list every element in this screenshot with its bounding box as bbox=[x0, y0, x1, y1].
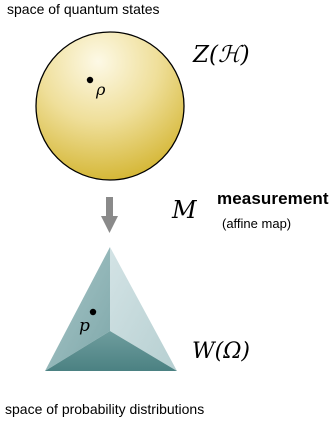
simplex-bottom-face bbox=[45, 331, 177, 371]
distribution-point-dot bbox=[89, 308, 97, 316]
simplex-right-face bbox=[110, 247, 177, 371]
bottom-caption: space of probability distributions bbox=[5, 401, 205, 417]
map-label: M bbox=[172, 196, 197, 224]
probability-simplex bbox=[45, 247, 177, 371]
top-caption: space of quantum states bbox=[7, 1, 160, 17]
arrow-head bbox=[101, 216, 118, 233]
measurement-label: measurement bbox=[217, 189, 329, 208]
quantum-state-ball bbox=[35, 31, 185, 181]
distribution-point-label: p bbox=[79, 316, 90, 336]
state-point-dot bbox=[86, 76, 94, 84]
simplex-left-face bbox=[45, 247, 110, 371]
affine-map-label: (affine map) bbox=[222, 216, 292, 231]
probability-space-label: W(Ω) bbox=[192, 339, 251, 364]
quantum-space-label: Z(ℋ) bbox=[193, 42, 250, 68]
state-point-label: ρ bbox=[96, 80, 106, 99]
arrow-shaft bbox=[106, 197, 113, 217]
